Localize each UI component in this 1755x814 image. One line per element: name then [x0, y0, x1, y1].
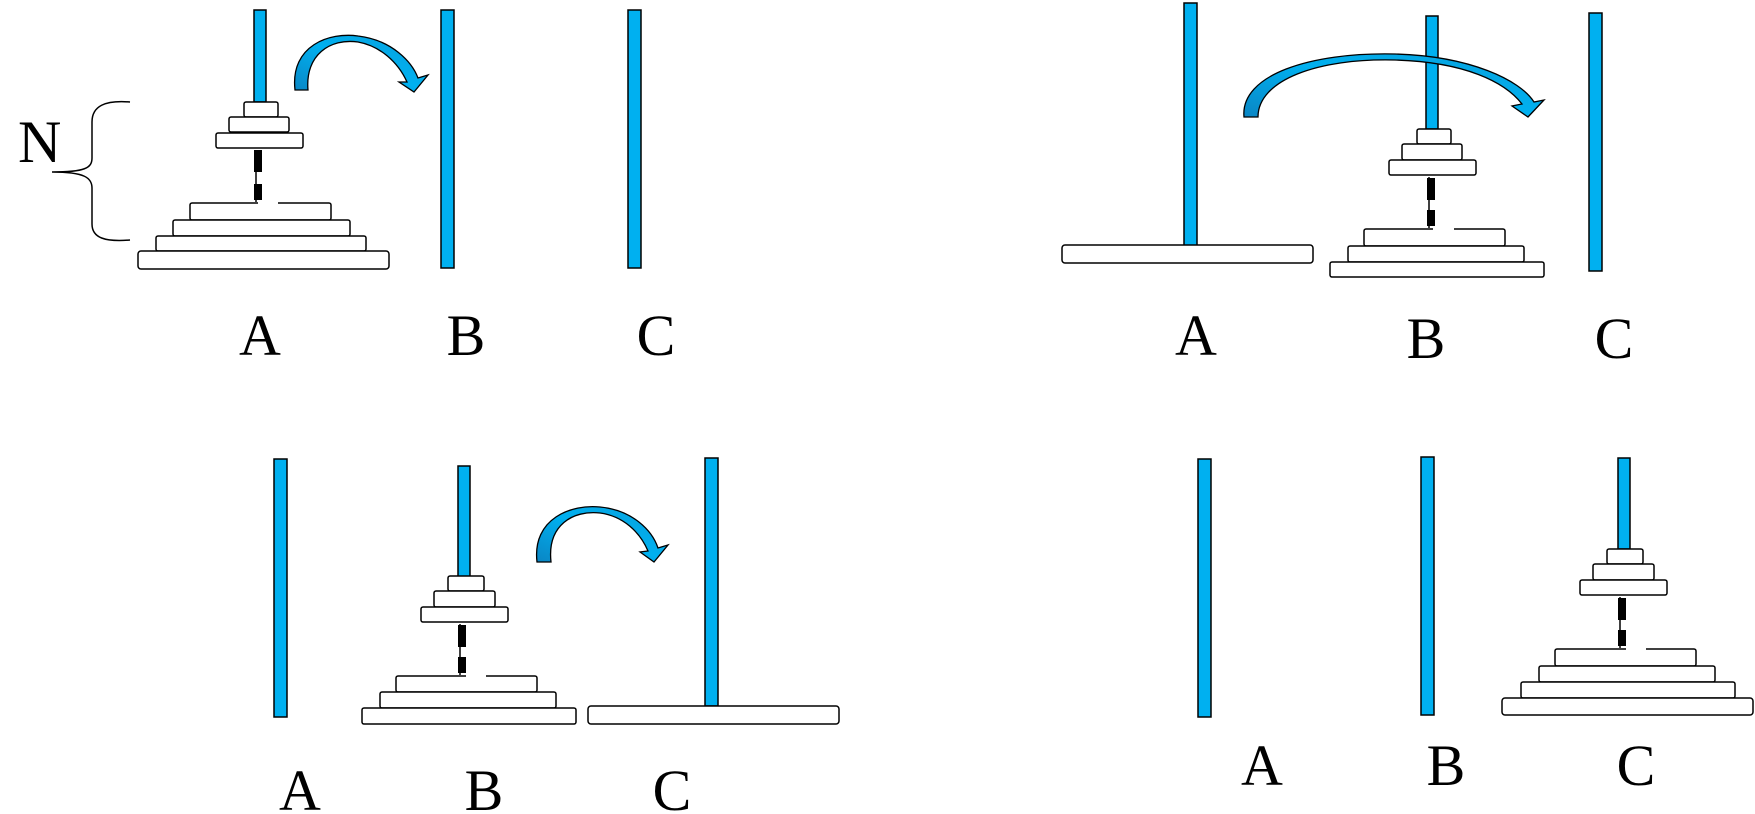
move-arrow: [294, 34, 430, 93]
disk: [155, 235, 367, 252]
disk: [228, 116, 290, 133]
disk: [447, 575, 485, 592]
peg-c: [1617, 457, 1631, 550]
ellipsis-dash: [1427, 178, 1435, 200]
peg-label-a: A: [239, 303, 281, 368]
disk: [379, 691, 557, 709]
peg-label-c: C: [1595, 306, 1634, 371]
move-arrow: [1243, 53, 1546, 118]
peg-label-b: B: [1407, 306, 1446, 371]
panel-step-4: A B C: [1197, 456, 1754, 798]
disk: [587, 705, 840, 725]
peg-label-a: A: [1241, 733, 1283, 798]
disk: [361, 707, 577, 725]
panel-step-1: N A B C: [18, 9, 676, 368]
disk: [1606, 548, 1644, 565]
disk: [1061, 244, 1314, 264]
disk: [1363, 228, 1506, 247]
peg-c: [704, 457, 719, 707]
peg-label-b: B: [1427, 733, 1466, 798]
peg-c: [627, 9, 642, 269]
disk: [395, 675, 538, 693]
peg-label-c: C: [653, 758, 692, 814]
peg-label-c: C: [1617, 733, 1656, 798]
disk: [189, 202, 332, 221]
move-arrow: [536, 505, 670, 563]
peg-a: [253, 9, 267, 103]
disk: [433, 590, 496, 608]
ellipsis-dash: [1427, 210, 1435, 226]
ellipsis-dash: [458, 657, 466, 673]
disk: [215, 132, 304, 149]
disk: [1347, 245, 1525, 263]
disk: [1501, 697, 1754, 716]
panel-step-2: A B C: [1061, 2, 1634, 371]
peg-a: [1183, 2, 1198, 247]
brace: [51, 100, 131, 242]
peg-b: [457, 465, 471, 578]
peg-c: [1588, 12, 1603, 272]
peg-label-a: A: [279, 758, 321, 814]
disk: [1416, 128, 1452, 145]
peg-label-c: C: [637, 303, 676, 368]
disk: [1520, 681, 1736, 699]
disk: [1388, 159, 1477, 176]
disk: [1579, 579, 1668, 596]
disk: [1538, 665, 1716, 683]
peg-b: [1425, 15, 1439, 130]
ellipsis-dash: [254, 184, 262, 200]
ellipsis-dash: [1618, 630, 1626, 646]
peg-a: [1197, 458, 1212, 718]
n-label: N: [18, 109, 61, 175]
disk: [1329, 261, 1545, 278]
ellipsis-dash: [1618, 598, 1626, 620]
ellipsis-dash: [458, 625, 466, 647]
peg-b: [440, 9, 455, 269]
disk: [243, 101, 279, 118]
peg-label-b: B: [465, 758, 504, 814]
panel-step-3: A B C: [273, 457, 840, 814]
peg-label-b: B: [447, 303, 486, 368]
disk: [420, 606, 509, 623]
disk: [1592, 563, 1655, 581]
peg-b: [1420, 456, 1435, 716]
peg-label-a: A: [1175, 303, 1217, 368]
disk: [172, 219, 351, 237]
peg-a: [273, 458, 288, 718]
disk: [1554, 648, 1697, 667]
disk: [137, 250, 390, 270]
disk: [1401, 143, 1463, 161]
ellipsis-dash: [254, 150, 262, 172]
